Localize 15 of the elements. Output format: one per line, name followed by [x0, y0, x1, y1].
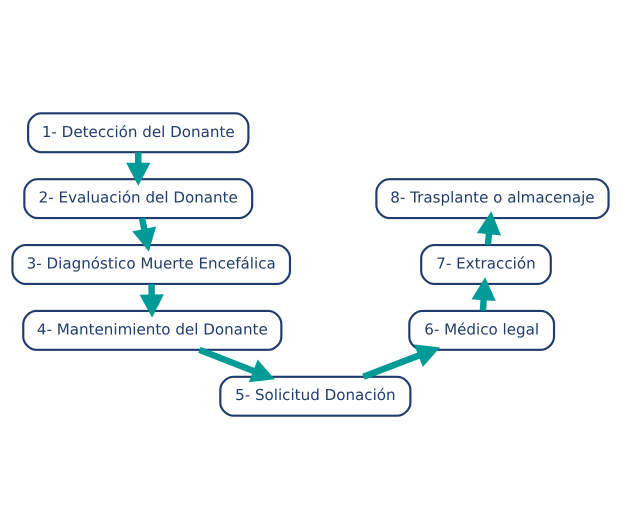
arrow: [126, 152, 150, 186]
node-box: 5- Solicitud Donación: [219, 375, 412, 416]
node-box: 3- Diagnóstico Muerte Encefálica: [11, 243, 292, 285]
arrow: [198, 346, 275, 382]
arrow: [472, 276, 496, 310]
node-box: 7- Extracción: [420, 243, 552, 285]
node-box: 6- Médico legal: [408, 309, 556, 350]
node-box: 2- Evaluación del Donante: [23, 178, 254, 219]
arrow: [362, 344, 440, 380]
node-box: 4- Mantenimiento del Donante: [22, 309, 282, 350]
arrow: [476, 210, 502, 245]
node-box: 8- Trasplante o almacenaje: [375, 178, 610, 219]
arrow: [132, 217, 156, 252]
arrow: [140, 283, 164, 318]
node-box: 1- Detección del Donante: [27, 112, 250, 153]
